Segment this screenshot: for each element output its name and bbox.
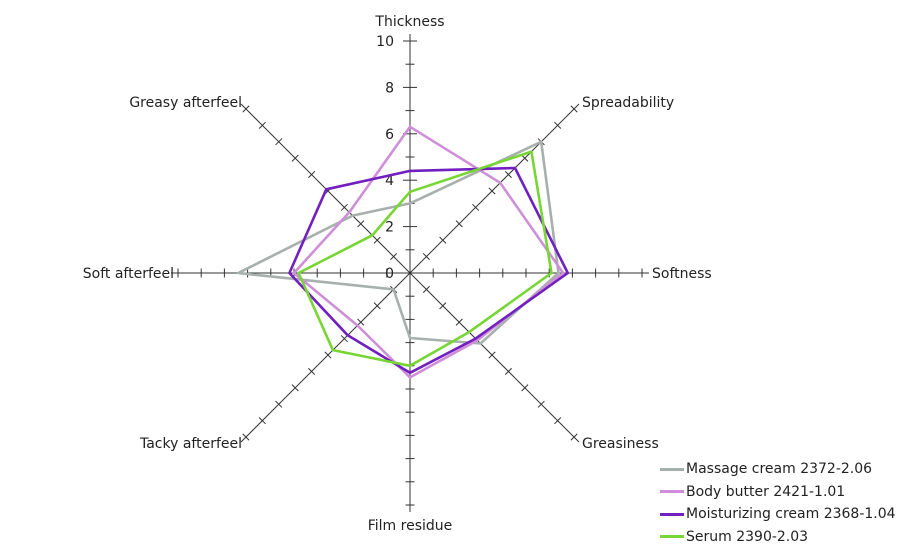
axis-tick (422, 253, 430, 261)
axis-tick (422, 285, 430, 293)
axis-tick (521, 384, 529, 392)
legend-label: Moisturizing cream 2368-1.04 (686, 506, 896, 523)
axis-label-tacky-afterfeel: Tacky afterfeel (139, 436, 242, 452)
axis-tick (570, 105, 578, 113)
series-line-body-butter-2421-1-01 (292, 125, 565, 379)
axis-tick (488, 351, 496, 359)
axis-tick (291, 154, 299, 162)
axis-tick (340, 335, 348, 343)
axis-tick (504, 171, 512, 179)
axis-tick (521, 154, 529, 162)
axis-tick (340, 203, 348, 211)
axis-tick (308, 171, 316, 179)
radar-axes: 0 2 4 6 8 10 (171, 34, 649, 512)
axis-tick (570, 433, 578, 441)
axis-tick (357, 318, 365, 326)
tick-label: 6 (385, 127, 394, 143)
axis-line-greasiness (409, 272, 580, 443)
axis-tick (472, 203, 480, 211)
axis-tick (439, 236, 447, 244)
axis-tick (390, 253, 398, 261)
radar-series (237, 125, 570, 379)
tick-label: 8 (385, 80, 394, 96)
legend-item: Body butter 2421-1.01 (660, 481, 896, 504)
axis-tick (488, 187, 496, 195)
axis-tick (357, 220, 365, 228)
legend-label: Massage cream 2372-2.06 (686, 461, 873, 478)
legend-item: Massage cream 2372-2.06 (660, 458, 896, 481)
radar-axis-labels: ThicknessSpreadabilitySoftnessGreasiness… (83, 14, 712, 534)
axis-tick (455, 318, 463, 326)
legend-label: Body butter 2421-1.01 (686, 483, 846, 500)
axis-tick (504, 367, 512, 375)
axis-tick (242, 105, 250, 113)
axis-tick (275, 400, 283, 408)
tick-label: 0 (385, 266, 394, 282)
axis-label-soft-afterfeel: Soft afterfeel (83, 266, 174, 282)
axis-tick (324, 351, 332, 359)
axis-tick (275, 138, 283, 146)
axis-label-film-residue: Film residue (368, 518, 453, 534)
legend-swatch (660, 535, 684, 539)
axis-label-greasiness: Greasiness (582, 436, 659, 452)
axis-tick (373, 236, 381, 244)
axis-label-thickness: Thickness (374, 14, 444, 30)
axis-label-spreadability: Spreadability (582, 95, 674, 111)
axis-tick (439, 302, 447, 310)
legend-swatch (660, 490, 684, 494)
axis-tick (554, 121, 562, 129)
axis-tick (291, 384, 299, 392)
axis-tick (373, 302, 381, 310)
axis-tick (258, 417, 266, 425)
axis-tick (258, 121, 266, 129)
series-line-moisturizing-cream-2368-1-04 (288, 166, 570, 375)
axis-tick (455, 220, 463, 228)
tick-label: 2 (385, 220, 394, 236)
series-line-massage-cream-2372-2-06 (237, 140, 560, 345)
axis-line-tacky-afterfeel (240, 272, 411, 443)
series-line-serum-2390-2-03 (297, 150, 553, 368)
axis-tick (554, 417, 562, 425)
axis-label-softness: Softness (652, 266, 712, 282)
axis-label-greasy-afterfeel: Greasy afterfeel (129, 95, 242, 111)
tick-label: 10 (376, 34, 394, 50)
legend-swatch (660, 512, 684, 516)
tick-label: 4 (385, 173, 394, 189)
axis-tick (537, 400, 545, 408)
legend-item: Moisturizing cream 2368-1.04 (660, 503, 896, 526)
legend-swatch (660, 467, 684, 471)
legend-item: Serum 2390-2.03 (660, 526, 896, 549)
axis-tick (308, 367, 316, 375)
legend-label: Serum 2390-2.03 (686, 528, 809, 545)
axis-tick (242, 433, 250, 441)
axis-line-spreadability (409, 103, 580, 274)
